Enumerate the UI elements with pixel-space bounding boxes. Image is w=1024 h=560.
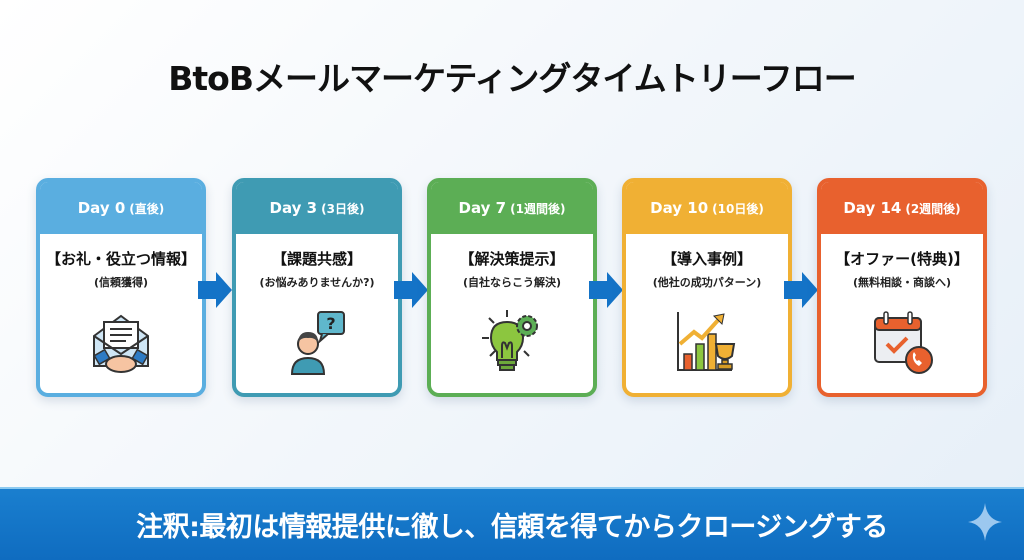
arrow-right-icon [198, 272, 232, 308]
step-title: 【課題共感】 [271, 250, 362, 268]
email-handshake-icon [93, 314, 149, 373]
step-timing: (直後) [129, 201, 165, 216]
step-header: Day 7 (1週間後) [431, 182, 593, 234]
step-day: Day 0 [77, 199, 126, 217]
arrow-right-icon [394, 272, 428, 308]
step-card-day10: Day 10 (10日後) 【導入事例】 (他社の成功パターン) [622, 178, 792, 397]
step-timing: (3日後) [321, 201, 365, 216]
calendar-phone-icon [874, 311, 933, 374]
step-day: Day 14 [843, 199, 902, 217]
footer-note-text: 注釈:最初は情報提供に徹し、信頼を得てからクロージングする [136, 512, 888, 543]
step-header: Day 10 (10日後) [626, 182, 788, 234]
step-card-day3: Day 3 (3日後) 【課題共感】 (お悩みありませんか?) ? [232, 178, 402, 397]
step-note: (他社の成功パターン) [652, 276, 762, 289]
step-day: Day 3 [269, 199, 318, 217]
step-day: Day 10 [650, 199, 709, 217]
step-note: (自社ならこう解決) [462, 276, 562, 289]
step-title: 【オファー(特典)】 [835, 250, 969, 268]
step-header: Day 0 (直後) [40, 182, 202, 234]
arrow-right-icon [784, 272, 818, 308]
page-title: BtoBメールマーケティングタイムトリーフロー [168, 59, 856, 98]
step-card-day7: Day 7 (1週間後) 【解決策提示】 (自社ならこう解決) [427, 178, 597, 397]
step-card-day14: Day 14 (2週間後) 【オファー(特典)】 (無料相談・商談へ) [817, 178, 987, 397]
step-note: (信頼獲得) [93, 276, 149, 289]
step-note: (お悩みありませんか?) [259, 276, 375, 289]
step-timing: (1週間後) [510, 201, 566, 216]
svg-text:?: ? [326, 314, 335, 333]
step-title: 【導入事例】 [661, 250, 752, 268]
step-title: 【お礼・役立つ情報】 [45, 250, 196, 268]
step-header: Day 14 (2週間後) [821, 182, 983, 234]
sparkle-icon [968, 503, 1002, 541]
step-timing: (10日後) [712, 201, 764, 216]
person-question-icon: ? [290, 311, 345, 375]
step-title: 【解決策提示】 [459, 250, 565, 268]
step-header: Day 3 (3日後) [236, 182, 398, 234]
growth-chart-trophy-icon [677, 312, 736, 371]
step-timing: (2週間後) [905, 201, 961, 216]
step-note: (無料相談・商談へ) [852, 276, 952, 289]
footer-note-banner: 注釈:最初は情報提供に徹し、信頼を得てからクロージングする [0, 487, 1024, 560]
step-card-day0: Day 0 (直後) 【お礼・役立つ情報】 (信頼獲得) [36, 178, 206, 397]
arrow-right-icon [589, 272, 623, 308]
lightbulb-gear-icon [482, 310, 538, 371]
step-day: Day 7 [458, 199, 507, 217]
